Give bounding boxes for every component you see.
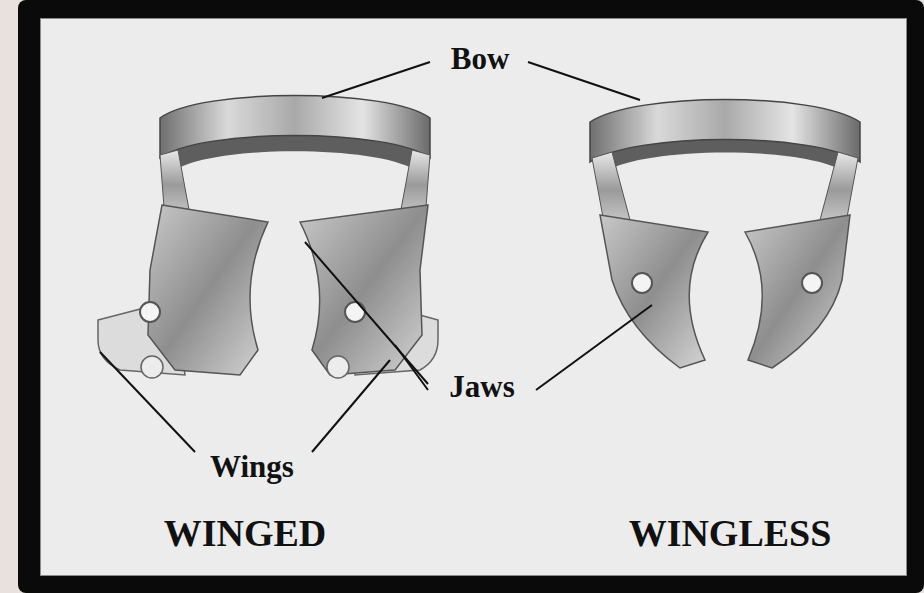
part-label: Bow: [451, 42, 510, 76]
leader-lines: [100, 62, 652, 452]
part-label: Jaws: [449, 370, 514, 404]
part-label: Wings: [210, 450, 294, 484]
wingless-clamp: [590, 100, 860, 369]
type-title: WINGLESS: [629, 513, 832, 555]
type-title: WINGED: [164, 513, 327, 555]
